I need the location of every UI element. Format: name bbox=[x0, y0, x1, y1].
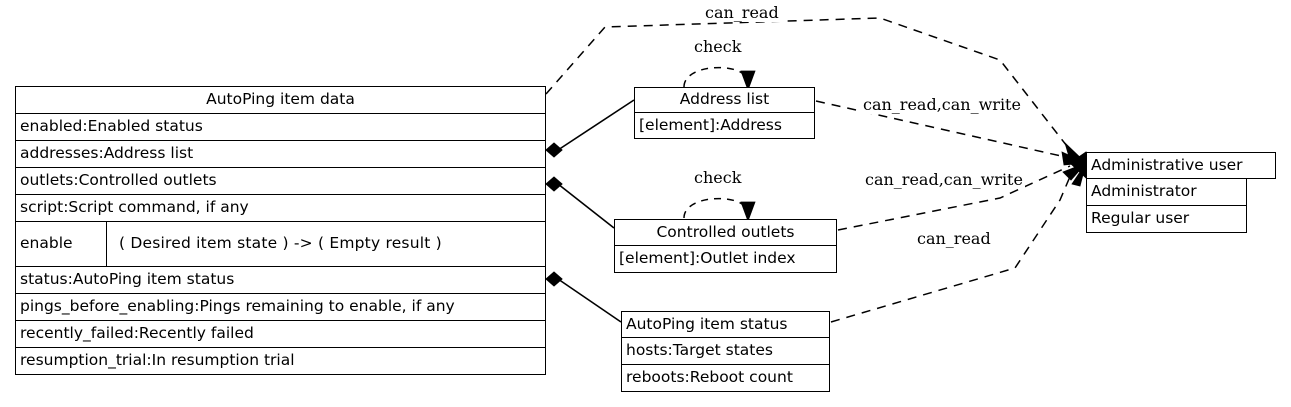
composition-diamond-outlets bbox=[545, 176, 563, 192]
composition-line-status bbox=[557, 278, 622, 323]
class-title-autoping-item-data: AutoPing item data bbox=[15, 86, 546, 114]
edge-label-status-perm: can_read bbox=[915, 229, 993, 248]
attribute-row-reboots: reboots:Reboot count bbox=[621, 365, 830, 392]
class-box-address-list: Address list [element]:Address bbox=[634, 87, 815, 139]
edge-label-outlets-perm: can_read,can_write bbox=[863, 170, 1025, 189]
class-title-autoping-item-status: AutoPing item status bbox=[621, 311, 830, 338]
edge-label-address-perm: can_read,can_write bbox=[861, 95, 1023, 114]
composition-diamond-addresses bbox=[545, 142, 563, 158]
role-row-administrator: Administrator bbox=[1086, 179, 1247, 206]
edge-label-check-outlets: check bbox=[692, 168, 744, 187]
class-box-administrative-user: Administrative user Administrator Regula… bbox=[1086, 152, 1276, 233]
edge-label-top-can-read: can_read bbox=[703, 3, 781, 22]
attribute-row-outlet-element: [element]:Outlet index bbox=[614, 246, 837, 273]
attribute-row-addresses: addresses:Address list bbox=[15, 141, 546, 168]
class-title-controlled-outlets: Controlled outlets bbox=[614, 219, 837, 246]
operation-name-enable: enable bbox=[16, 222, 107, 266]
attribute-row-script: script:Script command, if any bbox=[15, 195, 546, 222]
class-box-autoping-item-data: AutoPing item data enabled:Enabled statu… bbox=[15, 86, 546, 375]
arrow-head-top-can-read bbox=[1064, 141, 1088, 164]
operation-row-enable: enable ( Desired item state ) -> ( Empty… bbox=[15, 222, 546, 267]
self-loop-outlets-check bbox=[683, 197, 749, 219]
attribute-row-hosts: hosts:Target states bbox=[621, 338, 830, 365]
composition-diamond-status bbox=[545, 271, 563, 287]
edge-label-check-address: check bbox=[692, 37, 744, 56]
attribute-row-pings-before-enabling: pings_before_enabling:Pings remaining to… bbox=[15, 294, 546, 321]
attribute-row-enabled: enabled:Enabled status bbox=[15, 114, 546, 141]
role-row-regular-user: Regular user bbox=[1086, 206, 1247, 233]
attribute-row-resumption-trial: resumption_trial:In resumption trial bbox=[15, 348, 546, 375]
self-loop-address-check bbox=[683, 66, 749, 88]
operation-signature-enable: ( Desired item state ) -> ( Empty result… bbox=[119, 234, 442, 253]
class-box-controlled-outlets: Controlled outlets [element]:Outlet inde… bbox=[614, 219, 837, 273]
arrow-head-outlets-perm bbox=[1062, 162, 1087, 181]
class-box-autoping-item-status: AutoPing item status hosts:Target states… bbox=[621, 311, 830, 392]
attribute-row-recently-failed: recently_failed:Recently failed bbox=[15, 321, 546, 348]
attribute-row-status: status:AutoPing item status bbox=[15, 267, 546, 294]
attribute-row-address-element: [element]:Address bbox=[634, 113, 815, 139]
composition-line-outlets bbox=[557, 183, 615, 229]
arrow-head-cluster-fill bbox=[1069, 151, 1087, 179]
arrow-head-status-perm bbox=[1071, 162, 1087, 187]
class-title-administrative-user: Administrative user bbox=[1086, 152, 1276, 179]
arrow-head-address-perm bbox=[1061, 151, 1088, 166]
composition-line-addresses bbox=[557, 99, 635, 151]
class-title-address-list: Address list bbox=[634, 87, 815, 113]
attribute-row-outlets: outlets:Controlled outlets bbox=[15, 168, 546, 195]
